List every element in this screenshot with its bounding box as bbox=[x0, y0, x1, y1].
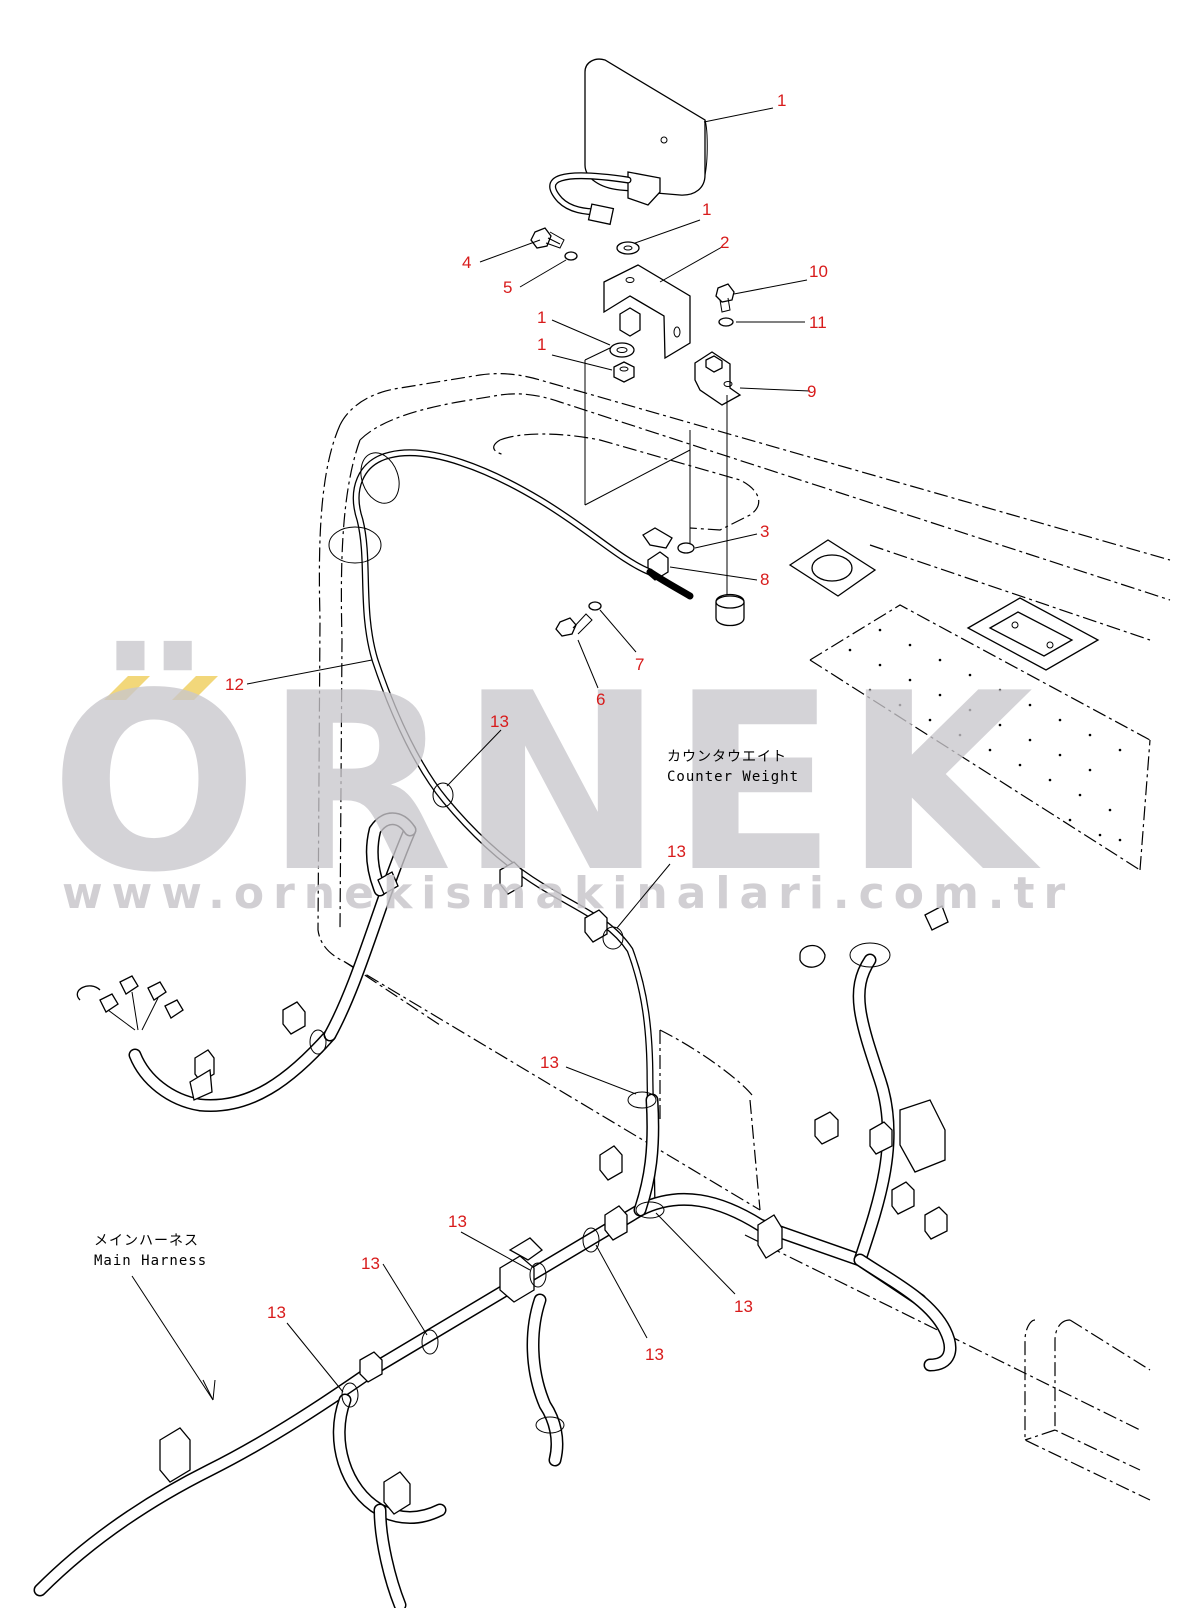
rear-camera bbox=[549, 58, 708, 226]
callout-11: 11 bbox=[809, 313, 827, 332]
callout-numbers: 1 1 2 4 5 10 11 1 1 9 3 8 7 6 12 13 13 1… bbox=[225, 91, 828, 1364]
callout-13-c: 13 bbox=[540, 1053, 559, 1072]
washer-1b bbox=[609, 342, 635, 358]
assembly-guide-lines bbox=[584, 347, 728, 600]
clip-3 bbox=[642, 527, 695, 554]
washer-7 bbox=[588, 601, 602, 611]
washer-11 bbox=[718, 317, 734, 327]
counterweight-outline bbox=[317, 373, 1171, 1501]
callout-1-nut: 1 bbox=[537, 335, 546, 354]
bolt-6 bbox=[555, 613, 593, 637]
callout-1-washer-lower: 1 bbox=[537, 308, 546, 327]
annotations: カウンタウエイト Counter Weight メインハーネス Main Har… bbox=[94, 749, 799, 1401]
grommet bbox=[715, 593, 745, 627]
floor-plate-dots bbox=[848, 628, 1122, 842]
callout-9: 9 bbox=[807, 382, 816, 401]
watermark: ÖRNEK www.ornekismakinalari.com.tr bbox=[50, 640, 1074, 926]
callout-13-d: 13 bbox=[448, 1212, 467, 1231]
callout-2: 2 bbox=[720, 233, 729, 252]
callout-6: 6 bbox=[596, 690, 605, 709]
callout-13-a: 13 bbox=[490, 712, 509, 731]
callout-5: 5 bbox=[503, 278, 512, 297]
main-harness-en-label: Main Harness bbox=[94, 1253, 207, 1269]
callout-1-washer: 1 bbox=[702, 200, 711, 219]
harness-connectors bbox=[76, 861, 949, 1515]
callout-12: 12 bbox=[225, 675, 244, 694]
watermark-accent-mark bbox=[172, 676, 218, 700]
callout-3: 3 bbox=[760, 522, 769, 541]
callout-4: 4 bbox=[462, 253, 471, 272]
counter-weight-en-label: Counter Weight bbox=[667, 769, 799, 785]
camera-cable-12 bbox=[328, 449, 694, 1204]
nut-1c bbox=[613, 361, 635, 383]
main-harness-jp-label: メインハーネス bbox=[94, 1233, 199, 1249]
watermark-url: www.ornekismakinalari.com.tr bbox=[62, 868, 1074, 919]
bolt-4 bbox=[530, 227, 565, 249]
callout-7: 7 bbox=[635, 655, 644, 674]
bracket-9 bbox=[694, 351, 742, 406]
band-clamps-13 bbox=[309, 782, 891, 1434]
callout-8: 8 bbox=[760, 570, 769, 589]
main-harness-tubes bbox=[33, 812, 957, 1608]
callout-13-g: 13 bbox=[734, 1297, 753, 1316]
watermark-brand: ÖRNEK bbox=[50, 640, 1041, 926]
callout-13-e: 13 bbox=[361, 1254, 380, 1273]
callout-10: 10 bbox=[809, 262, 828, 281]
callout-13-h: 13 bbox=[645, 1345, 664, 1364]
watermark-accent-mark bbox=[104, 676, 150, 700]
washer-5 bbox=[564, 251, 578, 261]
bolt-10 bbox=[715, 283, 735, 313]
counter-weight-jp-label: カウンタウエイト bbox=[667, 749, 787, 765]
round-cover-plate bbox=[788, 539, 877, 597]
callout-1-camera: 1 bbox=[777, 91, 786, 110]
washer-1a bbox=[616, 241, 640, 255]
bracket-2 bbox=[603, 264, 691, 360]
callout-13-f: 13 bbox=[267, 1303, 286, 1322]
leader-lines bbox=[246, 107, 811, 1393]
access-hatch bbox=[966, 597, 1100, 671]
callout-13-b: 13 bbox=[667, 842, 686, 861]
